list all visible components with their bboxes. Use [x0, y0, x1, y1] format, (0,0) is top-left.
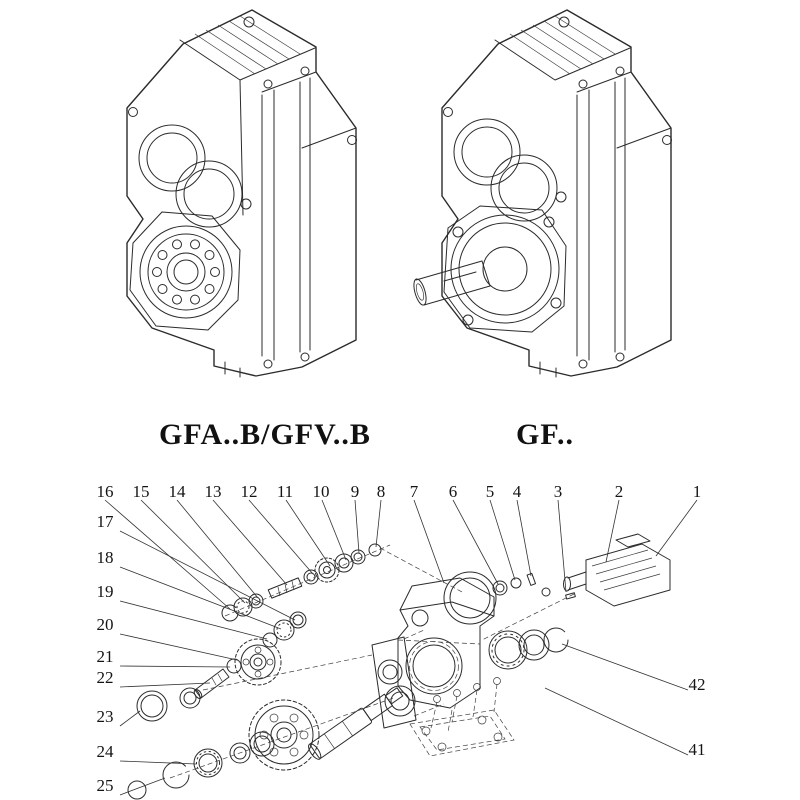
callout-7: 7 — [409, 482, 419, 501]
callout-10: 10 — [312, 482, 330, 501]
hollow-shaft-bearing — [129, 211, 241, 331]
part-gasket-ring — [443, 571, 497, 625]
callout-23: 23 — [96, 707, 114, 726]
callout-1: 1 — [692, 482, 702, 501]
gearbox-drawing-gf — [413, 9, 672, 378]
callout-17: 17 — [96, 512, 114, 531]
callout-22: 22 — [96, 668, 114, 687]
gearbox-drawing-gfab — [126, 9, 357, 378]
part-output-chain — [127, 687, 404, 800]
callout-18: 18 — [96, 548, 114, 567]
callout-42: 42 — [688, 675, 706, 694]
callout-41: 41 — [688, 740, 706, 759]
callout-24: 24 — [96, 742, 114, 761]
assembly-axis-lines — [169, 544, 575, 779]
model-label-gf: GF.. — [516, 418, 574, 451]
callout-12: 12 — [240, 482, 258, 501]
gear-boss-circles — [138, 124, 243, 228]
callout-13: 13 — [204, 482, 222, 501]
callout-2: 2 — [614, 482, 624, 501]
part-input-hardware — [492, 572, 576, 600]
part-output-bearings — [488, 627, 569, 670]
model-label-gfab: GFA..B/GFV..B — [159, 418, 371, 451]
callout-14: 14 — [168, 482, 186, 501]
callout-20: 20 — [96, 615, 114, 634]
gear-boss-circles — [453, 118, 567, 222]
part-motor — [563, 533, 671, 607]
part-input-chain — [221, 543, 382, 622]
output-shaft-flange — [413, 205, 567, 333]
part-housing — [397, 577, 495, 709]
callout-11: 11 — [276, 482, 294, 501]
callout-15: 15 — [132, 482, 150, 501]
callout-16: 16 — [96, 482, 114, 501]
callout-21: 21 — [96, 647, 114, 666]
callout-25: 25 — [96, 776, 114, 795]
callout-8: 8 — [376, 482, 386, 501]
callout-4: 4 — [512, 482, 522, 501]
callout-5: 5 — [485, 482, 495, 501]
callout-6: 6 — [448, 482, 458, 501]
leader-lines — [104, 499, 698, 796]
exploded-view — [104, 499, 698, 800]
part-base-plate — [409, 677, 515, 757]
callout-3: 3 — [553, 482, 563, 501]
callout-9: 9 — [350, 482, 360, 501]
callout-19: 19 — [96, 582, 114, 601]
part-intermediate-chain — [193, 611, 307, 699]
